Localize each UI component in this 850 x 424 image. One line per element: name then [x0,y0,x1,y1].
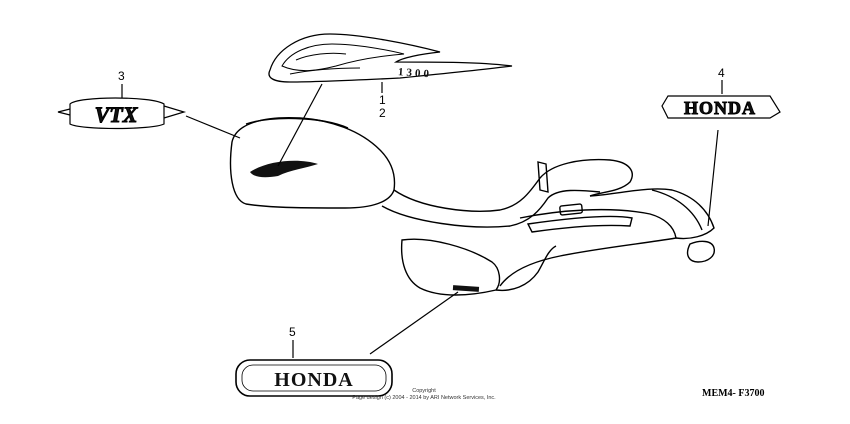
lower-frame [495,245,557,292]
side-panel-stripe [526,215,633,233]
seat-line [393,158,633,212]
tank-emblem-text: 1300 [398,66,433,80]
leader-tank-stripe [277,83,323,167]
copyright-line-1: Copyright [412,388,436,394]
side-body [499,208,677,287]
side-slot [559,203,583,216]
rear-honda-text: HONDA [684,98,756,118]
callout-3: 3 [118,69,125,83]
vtx-emblem: VTX [57,97,187,130]
leader-4-to-fender [707,129,719,227]
callout-1: 1 [379,93,386,107]
leader-lines [121,80,723,358]
copyright-line-2: Page design (c) 2004 - 2014 by ARI Netwo… [352,395,496,401]
seat-strap [537,161,549,193]
front-side-cover [400,238,501,296]
side-honda-text: HONDA [274,369,353,391]
figure-ref-code: MEM4- F3700 [702,388,765,399]
leader-5-to-cover [369,291,459,355]
side-cover-mark [452,285,480,292]
leader-3-to-tank [185,115,241,139]
callout-4: 4 [718,66,725,80]
seat-lower [381,189,601,228]
tank-ridge [245,117,349,129]
rear-fender [589,188,715,240]
side-honda-emblem: HONDA [235,359,393,397]
callout-5: 5 [289,325,296,339]
rear-fender-inner [651,189,703,231]
tank-emblem-1300: 1300 [268,33,513,83]
callout-2: 2 [379,106,386,120]
tank-dark-stripe [250,160,318,178]
tail-lamp [686,240,715,263]
motorcycle-body-outline [229,117,715,296]
rear-honda-emblem: HONDA [661,95,781,119]
vtx-text: VTX [95,102,139,127]
